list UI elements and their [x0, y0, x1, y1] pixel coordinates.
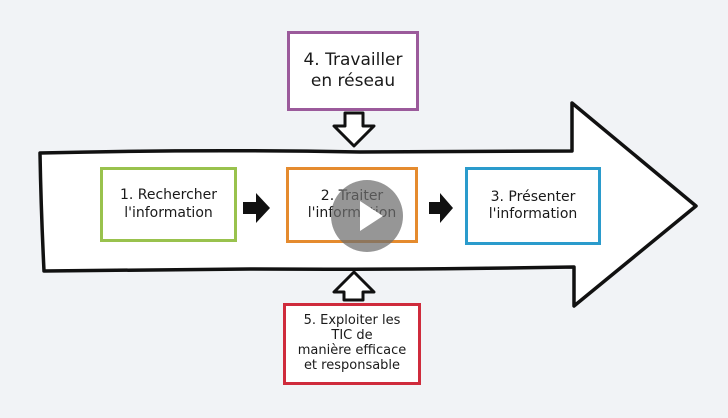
- step-box-5: 5. Exploiter les TIC de manière efficace…: [283, 303, 421, 385]
- step-3-line-1: 3. Présenter: [490, 188, 576, 205]
- play-button[interactable]: [331, 180, 403, 252]
- step-5-line-2: TIC de: [331, 328, 373, 344]
- step-5-line-3: manière efficace: [297, 343, 407, 358]
- step-box-3: 3. Présenter l'information: [465, 167, 601, 245]
- step-1-line-2: l'information: [124, 204, 213, 221]
- step-5-line-4: et responsable: [303, 357, 401, 373]
- step-1-line-1: 1. Rechercher: [119, 187, 218, 203]
- step-box-4: 4. Travailler en réseau: [287, 31, 419, 111]
- step-5-line-1: 5. Exploiter les: [303, 313, 401, 329]
- step-4-line-1: 4. Travailler: [303, 49, 403, 70]
- connector-arrow-1: [243, 193, 270, 223]
- step-box-1: 1. Rechercher l'information: [100, 167, 237, 242]
- up-arrow: [332, 270, 376, 302]
- step-4-line-2: en réseau: [310, 71, 396, 91]
- play-icon: [360, 201, 383, 231]
- step-3-line-2: l'information: [488, 206, 578, 222]
- down-arrow: [332, 111, 376, 148]
- connector-arrow-2: [429, 193, 453, 223]
